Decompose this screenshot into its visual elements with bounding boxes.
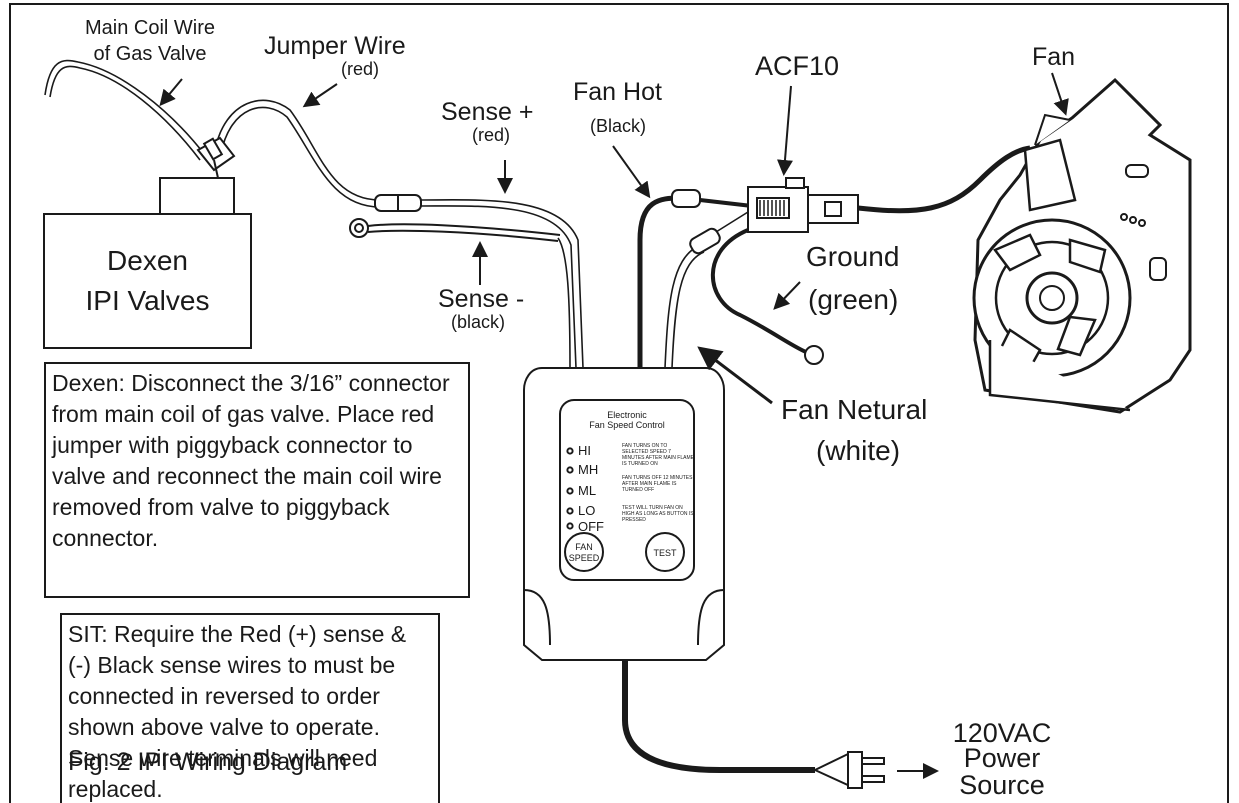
figure-caption: Fig. 2 IPI Wiring Diagram (68, 748, 348, 776)
ground-ring (804, 345, 824, 365)
label-acf10: ACF10 (755, 51, 840, 81)
test-button[interactable]: TEST (653, 548, 677, 558)
sense-wires (420, 199, 584, 369)
label-ground-color: (green) (808, 284, 899, 315)
piggyback-connector (196, 136, 236, 179)
led-dots (566, 447, 574, 530)
label-power-line1: 120VAC (952, 718, 1052, 748)
page-border (9, 3, 1229, 803)
label-sense-minus-color: (black) (451, 312, 506, 332)
speed-off: OFF (578, 519, 604, 534)
info-test: TEST WILL TURN FAN ON HIGH AS LONG AS BU… (622, 505, 694, 523)
label-power-line2: Power (963, 743, 1041, 773)
power-plug (812, 751, 885, 789)
control-title-line2: Fan Speed Control (589, 420, 665, 430)
dexen-note: Dexen: Disconnect the 3/16” connector fr… (44, 362, 470, 598)
label-main-coil-line2: of Gas Valve (93, 43, 207, 65)
neutral-connector (689, 227, 721, 255)
info-fan-on: FAN TURNS ON TO SELECTED SPEED 7 MINUTES… (622, 443, 694, 467)
fan-neutral-wire (664, 245, 705, 369)
label-power-line3: Source (959, 770, 1045, 800)
callout-arrows (159, 72, 1069, 779)
label-sense-plus: Sense + (441, 98, 534, 126)
label-sense-plus-color: (red) (472, 125, 511, 145)
fan-speed-button-shape (564, 532, 604, 572)
label-fan-neutral: Fan Netural (781, 394, 928, 425)
speed-ml: ML (578, 483, 597, 498)
ground-wire (710, 228, 807, 354)
info-fan-off: FAN TURNS OFF 12 MINUTES AFTER MAIN FLAM… (622, 475, 693, 493)
valve-box (43, 213, 252, 349)
label-jumper-color: (red) (341, 59, 380, 79)
label-fan-hot: Fan Hot (573, 78, 662, 106)
speed-lo: LO (578, 503, 596, 518)
sense-connectors (349, 194, 561, 242)
fan-cord (857, 145, 1031, 214)
label-main-coil-line1: Main Coil Wire (84, 17, 216, 39)
hot-connector (671, 189, 701, 208)
label-fan-hot-color: (Black) (590, 116, 647, 136)
fan-speed-button-line1[interactable]: FAN (575, 542, 593, 552)
label-valve-line1: Dexen (107, 245, 188, 276)
control-title-line1: Electronic (607, 410, 647, 420)
power-cord (622, 660, 815, 773)
label-fan-neutral-color: (white) (816, 435, 901, 466)
jumper-wire (214, 99, 381, 208)
test-button-shape (645, 532, 685, 572)
sit-note: SIT: Require the Red (+) sense & (-) Bla… (60, 613, 440, 803)
speed-mh: MH (578, 462, 599, 477)
label-sense-minus: Sense - (438, 285, 525, 313)
label-ground: Ground (806, 241, 900, 272)
valve-top (159, 177, 235, 215)
label-fan: Fan (1032, 43, 1076, 71)
label-jumper-wire: Jumper Wire (264, 32, 406, 60)
speed-hi: HI (578, 443, 591, 458)
fan-speed-button-line2[interactable]: SPEED (568, 553, 600, 563)
acf10-module (747, 177, 859, 233)
fan-blower (972, 77, 1192, 414)
label-valve-line2: IPI Valves (85, 285, 210, 316)
main-coil-wire (44, 59, 206, 161)
